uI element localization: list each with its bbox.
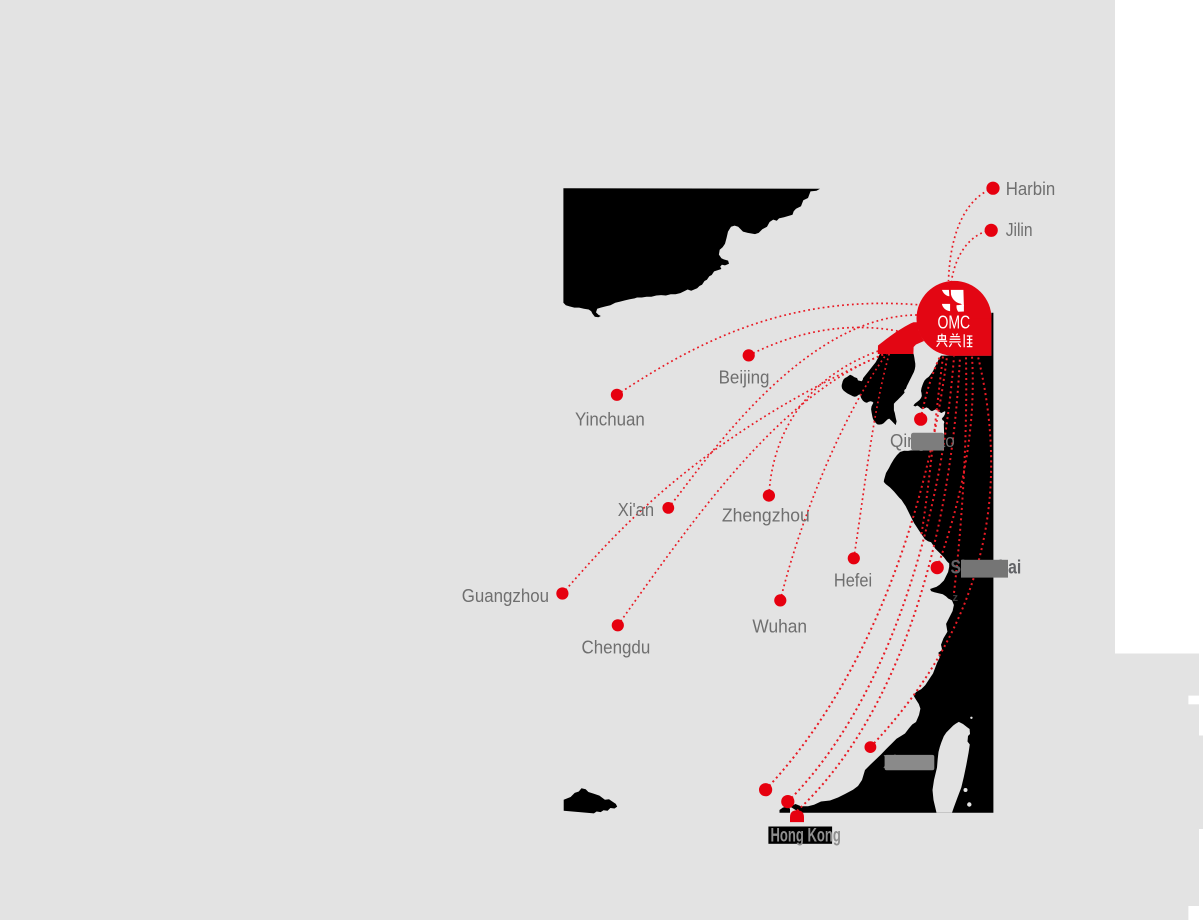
svg-text:Chengdu: Chengdu (582, 638, 651, 658)
svg-text:OMC: OMC (937, 312, 970, 333)
svg-text:Harbin: Harbin (1006, 179, 1055, 199)
svg-text:Wuhan: Wuhan (752, 617, 807, 637)
svg-text:Beijing: Beijing (719, 368, 770, 388)
svg-text:Hefei: Hefei (834, 571, 872, 591)
svg-text:Xi'an: Xi'an (618, 500, 654, 520)
svg-text:Yinchuan: Yinchuan (575, 410, 645, 430)
svg-text:z: z (953, 592, 959, 604)
svg-text:Hong Kong: Hong Kong (771, 826, 841, 847)
svg-text:Zhengzhou: Zhengzhou (722, 506, 810, 526)
svg-text:Guangzhou: Guangzhou (462, 586, 549, 606)
svg-text:Jilin: Jilin (1006, 220, 1033, 240)
